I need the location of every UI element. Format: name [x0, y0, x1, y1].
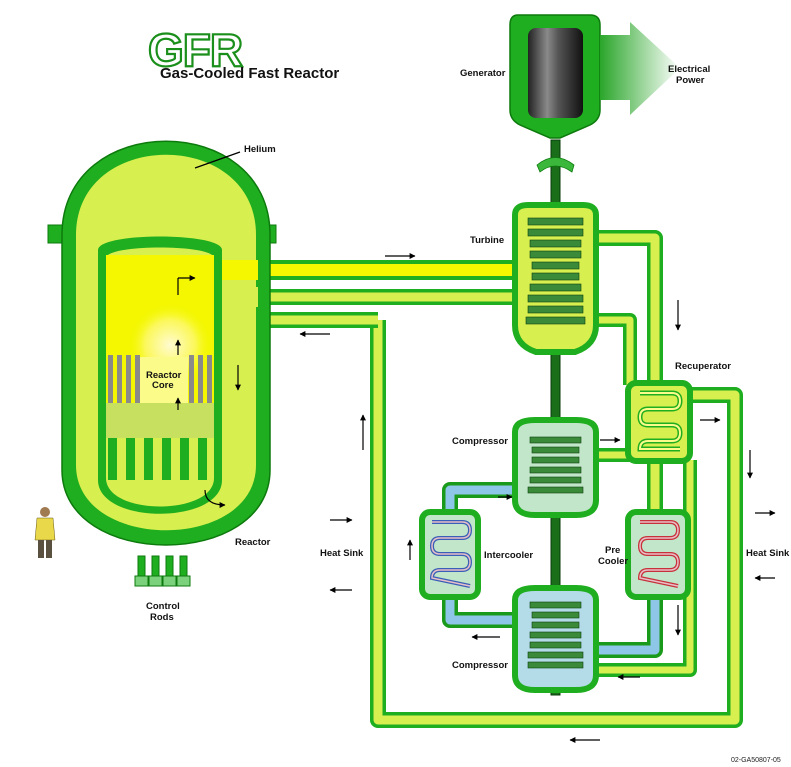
recuperator-label: Recuperator	[675, 361, 731, 372]
reactor-label: Reactor	[235, 537, 271, 548]
fuel-rods	[108, 355, 212, 403]
reactor-core	[140, 357, 188, 403]
piping	[250, 230, 743, 728]
control-rods-label-line2: Rods	[150, 612, 174, 623]
reactor-core-label-line2: Core	[152, 380, 174, 391]
precooler	[625, 509, 778, 600]
power-arrow-icon	[600, 22, 680, 115]
helium-label: Helium	[244, 144, 276, 155]
rotation-arrow-icon	[536, 157, 575, 173]
compressor-bottom	[512, 585, 599, 693]
turbine-label: Turbine	[470, 235, 504, 246]
precooler-label-line2: Cooler	[598, 556, 628, 567]
power-label-line1: Electrical	[668, 64, 710, 75]
title-block: GFR Gas-Cooled Fast Reactor	[147, 23, 339, 82]
labels: Generator Electrical Power Helium Turbin…	[146, 64, 790, 764]
title-text: Gas-Cooled Fast Reactor	[160, 65, 339, 82]
heat-sink-right-label: Heat Sink	[746, 548, 790, 559]
flow-arrows	[175, 151, 776, 743]
generator-label: Generator	[460, 68, 506, 79]
control-rods-label-line1: Control	[146, 601, 180, 612]
reactor-vessel	[47, 140, 277, 587]
compressor-top	[512, 417, 599, 518]
reactor-core-label-line1: Reactor	[146, 370, 182, 381]
compressor-top-label: Compressor	[452, 436, 508, 447]
generator	[509, 14, 680, 139]
heat-sink-left-label: Heat Sink	[320, 548, 364, 559]
person-figure	[34, 507, 56, 558]
control-rod-drives	[134, 555, 191, 587]
gfr-logo-text: GFR	[148, 24, 243, 76]
power-label-line2: Power	[676, 75, 705, 86]
intercooler-label: Intercooler	[484, 550, 533, 561]
turbine	[512, 202, 599, 355]
compressor-bottom-label: Compressor	[452, 660, 508, 671]
figure-code: 02-GA50807-05	[731, 757, 781, 764]
recuperator	[625, 380, 693, 464]
precooler-label-line1: Pre	[605, 545, 620, 556]
